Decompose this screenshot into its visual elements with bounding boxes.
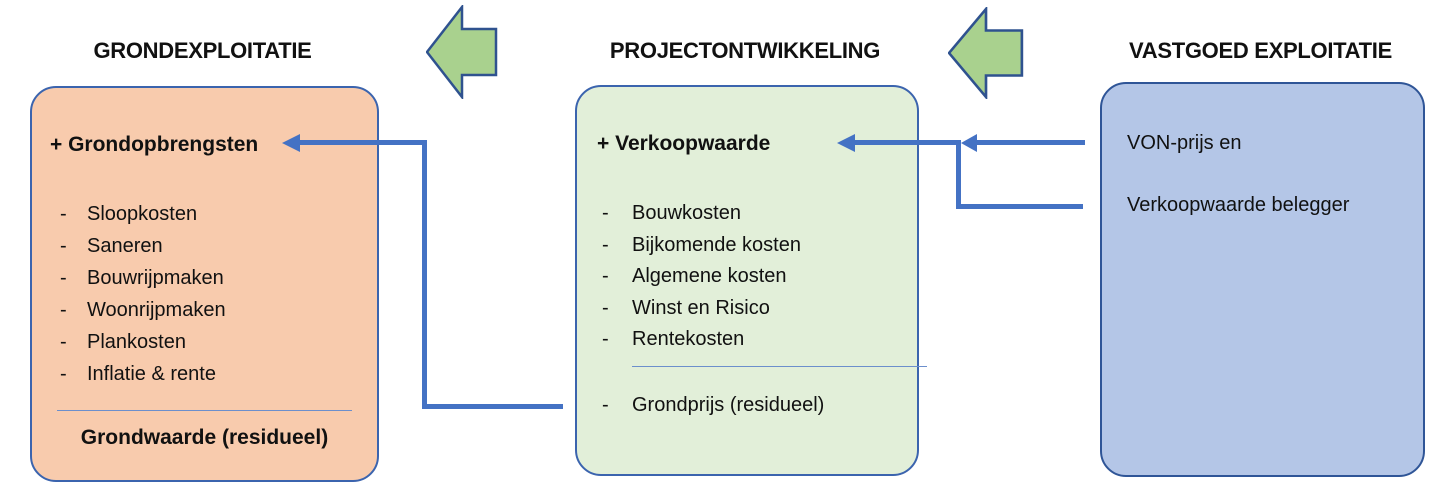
box-projectontwikkeling: + Verkoopwaarde - Bouwkosten - Bijkomend… <box>575 85 927 476</box>
connector-segment <box>956 204 1083 209</box>
list-item: Sloopkosten <box>87 203 198 225</box>
bullet-dash: - <box>602 234 609 256</box>
bullet-dash: - <box>60 363 67 385</box>
bullet-dash: - <box>602 297 609 319</box>
separator-rule <box>57 410 352 411</box>
connector-segment <box>956 140 961 209</box>
block-arrow-left-icon <box>426 5 498 99</box>
list-item: Saneren <box>87 235 163 257</box>
bullet-dash: - <box>602 394 609 416</box>
list-item: Algemene kosten <box>632 265 787 287</box>
bullet-dash: - <box>60 235 67 257</box>
box-header: + Verkoopwaarde <box>597 132 771 155</box>
box-footer: Grondwaarde (residueel) <box>80 426 329 449</box>
list-item: Bijkomende kosten <box>632 234 801 256</box>
arrowhead-left-icon <box>837 133 855 152</box>
list-item: Inflatie & rente <box>87 363 216 385</box>
connector-segment <box>855 140 958 145</box>
box-footer: Grondprijs (residueel) <box>632 394 825 416</box>
bullet-dash: - <box>602 328 609 350</box>
bullet-dash: - <box>60 203 67 225</box>
arrowhead-left-icon <box>961 133 977 152</box>
title-projectontwikkeling: PROJECTONTWIKKELING <box>609 38 881 63</box>
list-item: Bouwrijpmaken <box>87 267 224 289</box>
title-grondexploitatie: GRONDEXPLOITATIE <box>93 38 312 63</box>
box-grondexploitatie: + Grondopbrengsten - Sloopkosten - Saner… <box>30 86 379 482</box>
block-arrow-left-icon <box>948 7 1024 99</box>
box-line: VON-prijs en <box>1127 132 1242 154</box>
connector-segment <box>422 404 563 409</box>
title-vastgoed-exploitatie: VASTGOED EXPLOITATIE <box>1129 38 1392 63</box>
bullet-dash: - <box>60 267 67 289</box>
arrowhead-left-icon <box>282 133 300 152</box>
box-line: Verkoopwaarde belegger <box>1127 194 1350 216</box>
connector-segment <box>977 140 1085 145</box>
list-item: Winst en Risico <box>632 297 770 319</box>
list-item: Bouwkosten <box>632 202 741 224</box>
box-vastgoed-exploitatie: VON-prijs en Verkoopwaarde belegger <box>1100 82 1425 477</box>
bullet-dash: - <box>602 265 609 287</box>
list-item: Woonrijpmaken <box>87 299 226 321</box>
list-item: Plankosten <box>87 331 186 353</box>
box-header: + Grondopbrengsten <box>50 133 259 156</box>
separator-rule <box>632 366 927 367</box>
connector-segment <box>299 140 427 145</box>
connector-segment <box>422 140 427 409</box>
bullet-dash: - <box>60 299 67 321</box>
bullet-dash: - <box>60 331 67 353</box>
bullet-dash: - <box>602 202 609 224</box>
list-item: Rentekosten <box>632 328 745 350</box>
